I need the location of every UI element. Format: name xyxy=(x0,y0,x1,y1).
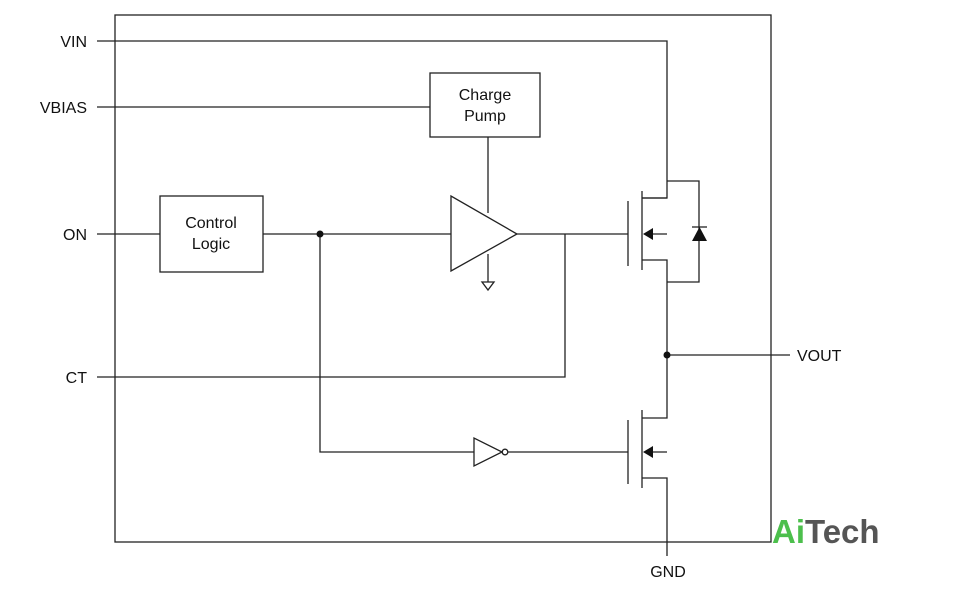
logic-to-inverter-wire xyxy=(319,234,474,453)
control-logic-label-line1: Control xyxy=(185,215,237,232)
vin-wire xyxy=(97,40,668,199)
inverter-bubble xyxy=(501,448,509,456)
charge-pump-label-line2: Pump xyxy=(464,108,506,125)
ct-wire xyxy=(97,234,566,378)
body-diode-triangle xyxy=(692,227,707,241)
logic-junction-dot xyxy=(316,230,324,238)
vout-pin-label: VOUT xyxy=(797,348,842,365)
charge-pump-block xyxy=(429,72,541,138)
body-diode-wire xyxy=(667,180,700,283)
on-pin-label: ON xyxy=(63,227,87,244)
driver-amplifier xyxy=(450,194,519,273)
chip-outline xyxy=(114,14,772,543)
upper-fet-arrow xyxy=(643,228,653,240)
vout-junction-dot xyxy=(663,351,671,359)
lower-fet-source xyxy=(642,477,668,556)
control-logic-block xyxy=(159,195,264,273)
control-logic-label-line2: Logic xyxy=(192,236,230,253)
amp-ground-icon xyxy=(480,281,496,292)
lower-fet-arrow xyxy=(643,446,653,458)
watermark-logo: AiTech xyxy=(772,513,880,550)
vbias-pin-label: VBIAS xyxy=(40,100,87,117)
watermark-ai: Ai xyxy=(772,513,805,550)
ct-pin-label: CT xyxy=(66,370,88,387)
charge-pump-label-line1: Charge xyxy=(459,87,512,104)
inverter xyxy=(473,436,504,468)
gnd-pin-label: GND xyxy=(650,564,686,581)
watermark-tech: Tech xyxy=(805,513,880,550)
upper-fet-source xyxy=(642,259,668,419)
vin-pin-label: VIN xyxy=(60,34,87,51)
